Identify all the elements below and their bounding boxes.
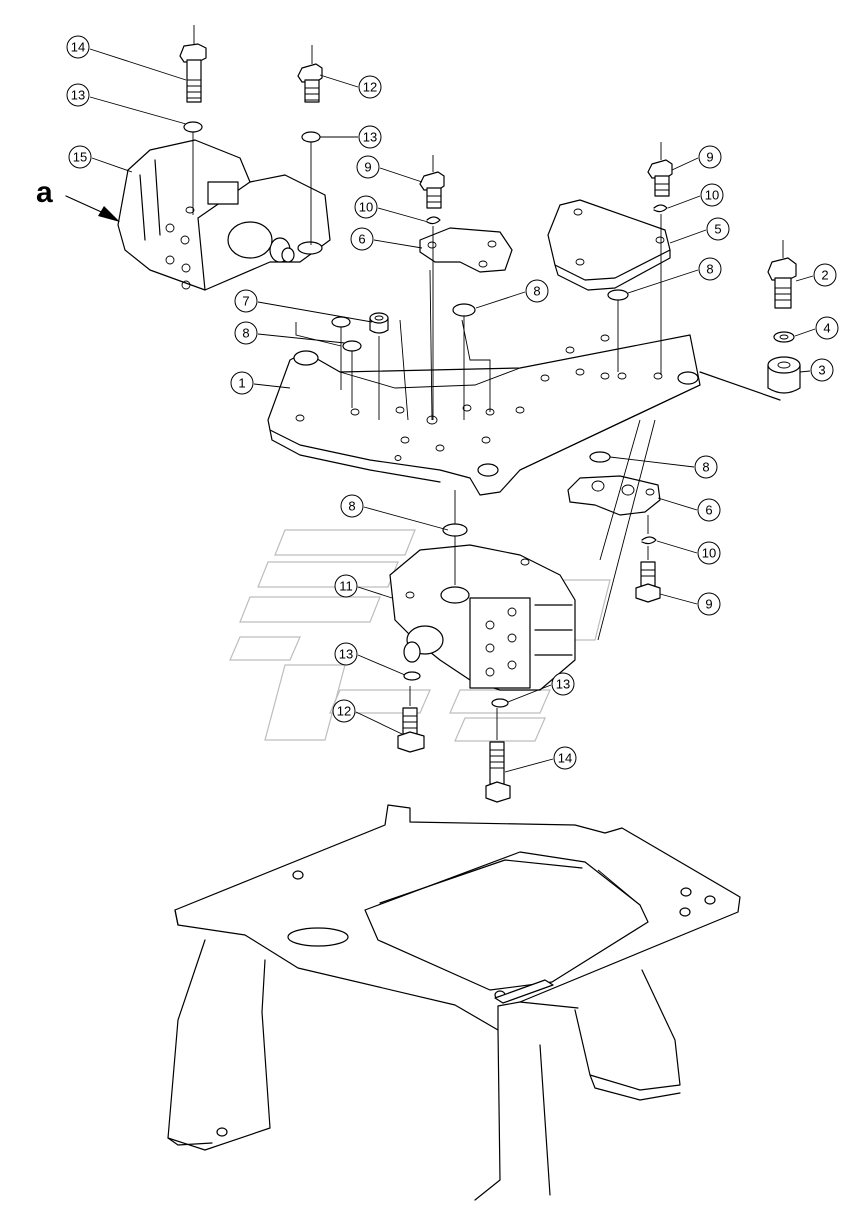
svg-text:8: 8 xyxy=(702,460,709,475)
svg-text:14: 14 xyxy=(71,40,85,55)
hydraulic-pump-bottom xyxy=(389,544,576,691)
callout-6-top: 6 xyxy=(350,227,374,251)
svg-text:15: 15 xyxy=(73,150,87,165)
fasteners xyxy=(179,25,801,803)
callout-4: 4 xyxy=(815,316,839,340)
callout-9-low: 9 xyxy=(697,592,721,616)
svg-text:11: 11 xyxy=(339,579,353,594)
callout-12-top: 12 xyxy=(358,75,382,99)
svg-text:12: 12 xyxy=(363,80,377,95)
callout-7: 7 xyxy=(234,289,258,313)
svg-text:13: 13 xyxy=(556,677,570,692)
callout-14-top: 14 xyxy=(66,35,90,59)
svg-text:13: 13 xyxy=(71,88,85,103)
bracket-6-low xyxy=(567,475,661,516)
svg-text:9: 9 xyxy=(705,597,712,612)
callout-6-low: 6 xyxy=(697,498,721,522)
callout-3: 3 xyxy=(810,358,834,382)
callout-13-low-right: 13 xyxy=(551,672,575,696)
callout-15: 15 xyxy=(68,145,92,169)
svg-text:9: 9 xyxy=(364,160,371,175)
callout-10-left: 10 xyxy=(354,195,378,219)
callout-13-mid: 13 xyxy=(358,125,382,149)
svg-text:10: 10 xyxy=(359,200,373,215)
callout-9-right: 9 xyxy=(698,145,722,169)
svg-text:9: 9 xyxy=(706,150,713,165)
callout-12-low: 12 xyxy=(332,699,356,723)
callout-9-left: 9 xyxy=(356,155,380,179)
svg-text:8: 8 xyxy=(242,326,249,341)
svg-text:4: 4 xyxy=(823,321,830,336)
svg-text:5: 5 xyxy=(714,222,721,237)
svg-text:6: 6 xyxy=(358,232,365,247)
callout-8-left: 8 xyxy=(234,321,258,345)
view-arrow: a xyxy=(36,176,120,222)
svg-text:3: 3 xyxy=(818,363,825,378)
callout-13-low-left: 13 xyxy=(334,642,358,666)
callout-11: 11 xyxy=(334,574,358,598)
bracket-6-top xyxy=(419,227,513,273)
svg-text:13: 13 xyxy=(363,130,377,145)
svg-text:10: 10 xyxy=(705,188,719,203)
leader-lines xyxy=(89,48,816,773)
svg-text:2: 2 xyxy=(821,268,828,283)
view-label-a: a xyxy=(36,176,53,209)
callout-2: 2 xyxy=(813,263,837,287)
callout-5: 5 xyxy=(706,217,730,241)
svg-text:10: 10 xyxy=(702,546,716,561)
callout-10-low: 10 xyxy=(697,541,721,565)
callout-8-top: 8 xyxy=(525,279,549,303)
callout-1: 1 xyxy=(230,371,254,395)
callout-13-top: 13 xyxy=(66,83,90,107)
svg-text:6: 6 xyxy=(705,503,712,518)
svg-text:8: 8 xyxy=(348,499,355,514)
svg-text:1: 1 xyxy=(238,376,245,391)
svg-text:8: 8 xyxy=(533,284,540,299)
cover-plate-5 xyxy=(547,199,671,291)
mounting-frame xyxy=(167,804,741,1201)
svg-text:13: 13 xyxy=(339,647,353,662)
svg-text:14: 14 xyxy=(558,751,572,766)
svg-text:8: 8 xyxy=(706,262,713,277)
callout-10-right: 10 xyxy=(700,183,724,207)
callout-8-lowright: 8 xyxy=(694,455,718,479)
svg-text:12: 12 xyxy=(337,704,351,719)
callout-14-low: 14 xyxy=(553,746,577,770)
callout-8-right: 8 xyxy=(698,257,722,281)
main-plate xyxy=(267,334,701,496)
svg-text:7: 7 xyxy=(242,294,249,309)
hydraulic-pump-top xyxy=(117,139,331,291)
callout-8-low: 8 xyxy=(340,494,364,518)
